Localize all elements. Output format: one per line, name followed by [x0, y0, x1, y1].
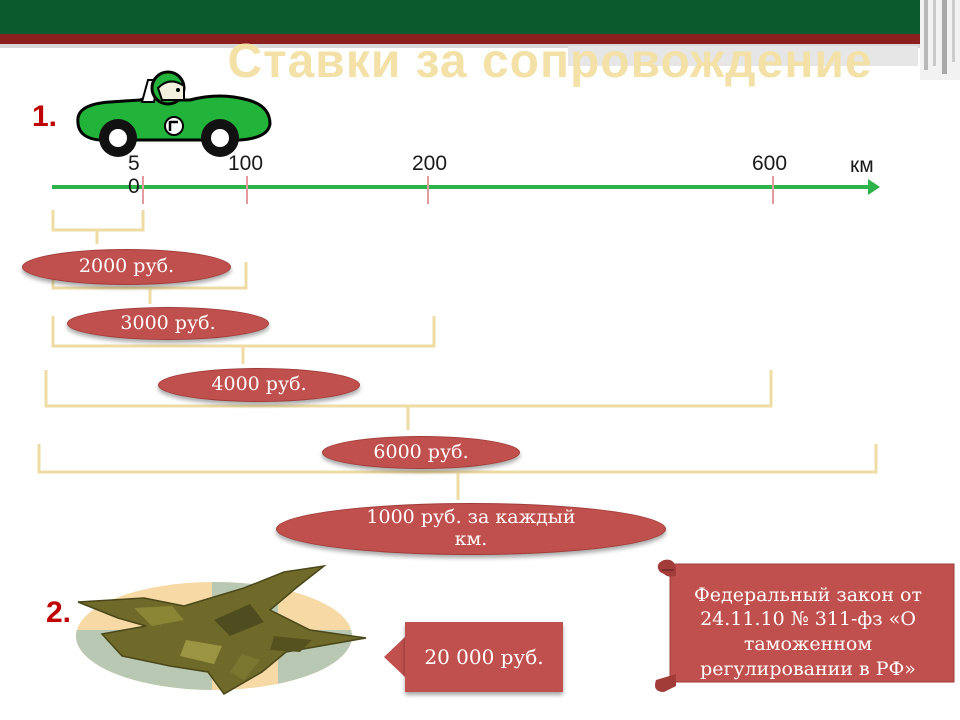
distance-axis	[52, 176, 880, 204]
range-brace-0-50	[51, 210, 145, 244]
header-bar-green	[0, 0, 960, 34]
tick-label-600: 600	[752, 152, 788, 175]
rate-badge-0-50: 2000 руб.	[22, 249, 231, 285]
range-braces	[37, 210, 878, 500]
air-rate-callout: 20 000 руб.	[405, 622, 563, 692]
fighter-jet-icon	[76, 564, 367, 695]
tick-label-100: 100	[228, 152, 264, 175]
callout-arrow-tip	[384, 636, 406, 678]
range-brace-over-600	[37, 444, 878, 500]
header-bar-shadow	[0, 44, 960, 48]
header-bar-red	[0, 34, 960, 44]
rate-badge-100-200: 4000 руб.	[158, 368, 360, 402]
tick-label-50: 5 0	[128, 152, 140, 199]
tick-label-200: 200	[412, 152, 448, 175]
section-1-label: 1.	[32, 100, 58, 133]
rate-badge-50-100: 3000 руб.	[67, 307, 269, 340]
range-brace-200-600	[44, 370, 773, 430]
title-underline-shadow	[568, 46, 918, 66]
law-reference-note: Федеральный закон от 24.11.10 № 311-фз «…	[693, 583, 922, 680]
rate-badge-over-600: 1000 руб. за каждый км.	[276, 503, 666, 555]
section-2-label: 2.	[46, 596, 72, 629]
header-stripes-decoration	[920, 0, 960, 80]
car-icon	[76, 70, 272, 157]
rate-badge-200-600: 6000 руб.	[322, 436, 520, 469]
law-scroll-shape	[655, 559, 955, 692]
page-title: Ставки за сопровождение	[227, 35, 873, 88]
axis-unit-label: км	[850, 154, 874, 177]
range-brace-100-200	[51, 316, 436, 364]
